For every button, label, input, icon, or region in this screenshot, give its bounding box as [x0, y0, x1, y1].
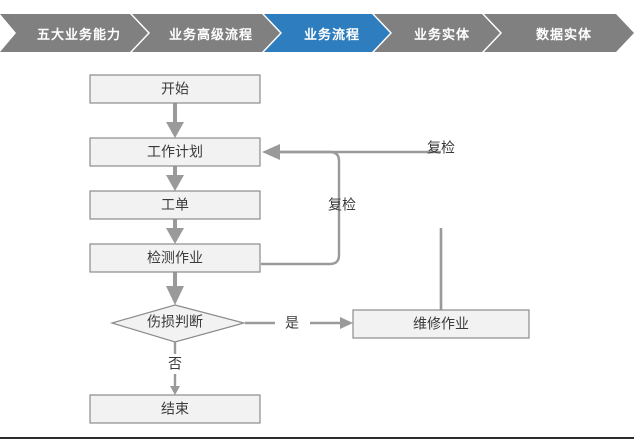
- node-repair-label: 维修作业: [413, 316, 469, 332]
- edge-start-to-plan: [166, 103, 184, 138]
- edge-plan-to-workorder: [166, 166, 184, 191]
- breadcrumb-item-1-label: 业务高级流程: [168, 26, 253, 42]
- node-inspect[interactable]: 检测作业: [89, 243, 261, 273]
- node-end[interactable]: 结束: [89, 394, 261, 424]
- edge-decision-to-repair: [245, 317, 353, 329]
- node-workorder-label: 工单: [161, 197, 189, 213]
- node-decision-label: 伤损判断: [147, 314, 203, 330]
- breadcrumb-item-3-label: 业务实体: [413, 26, 470, 42]
- edge-decision-to-end: [170, 342, 180, 395]
- edge-label-recheck-inner: 复检: [328, 197, 356, 213]
- breadcrumb-item-2[interactable]: 业务流程: [264, 14, 390, 52]
- node-start-label: 开始: [161, 81, 189, 97]
- breadcrumb-item-0-label: 五大业务能力: [36, 26, 121, 42]
- node-decision[interactable]: 伤损判断: [109, 304, 247, 343]
- node-workorder[interactable]: 工单: [89, 190, 261, 220]
- edge-repair-to-plan-recheck: [280, 150, 443, 311]
- node-plan-label: 工作计划: [147, 144, 203, 160]
- edge-label-yes: 是: [285, 315, 299, 331]
- breadcrumb-item-2-label: 业务流程: [303, 26, 360, 42]
- node-repair[interactable]: 维修作业: [352, 309, 530, 339]
- edge-label-no: 否: [168, 356, 182, 372]
- edge-label-recheck-outer: 复检: [427, 140, 455, 156]
- breadcrumb-item-1[interactable]: 业务高级流程: [132, 14, 280, 52]
- breadcrumb-item-0[interactable]: 五大业务能力: [0, 14, 148, 52]
- node-start[interactable]: 开始: [89, 74, 261, 104]
- edge-inspect-to-decision: [166, 272, 184, 305]
- breadcrumb-item-4[interactable]: 数据实体: [484, 14, 634, 52]
- edge-workorder-to-inspect: [166, 219, 184, 244]
- breadcrumb-item-3[interactable]: 业务实体: [374, 14, 500, 52]
- breadcrumb-item-4-label: 数据实体: [535, 26, 592, 42]
- breadcrumb: 五大业务能力 业务高级流程 业务流程 业务实体 数据实体: [0, 14, 634, 52]
- flowchart-canvas: 开始 工作计划 工单 检测作业 伤损判断 维修作业 结束 是 否 复检 复检: [0, 58, 634, 433]
- node-plan[interactable]: 工作计划: [89, 137, 261, 167]
- node-end-label: 结束: [161, 401, 189, 417]
- bottom-divider: [0, 437, 634, 439]
- node-inspect-label: 检测作业: [147, 250, 203, 266]
